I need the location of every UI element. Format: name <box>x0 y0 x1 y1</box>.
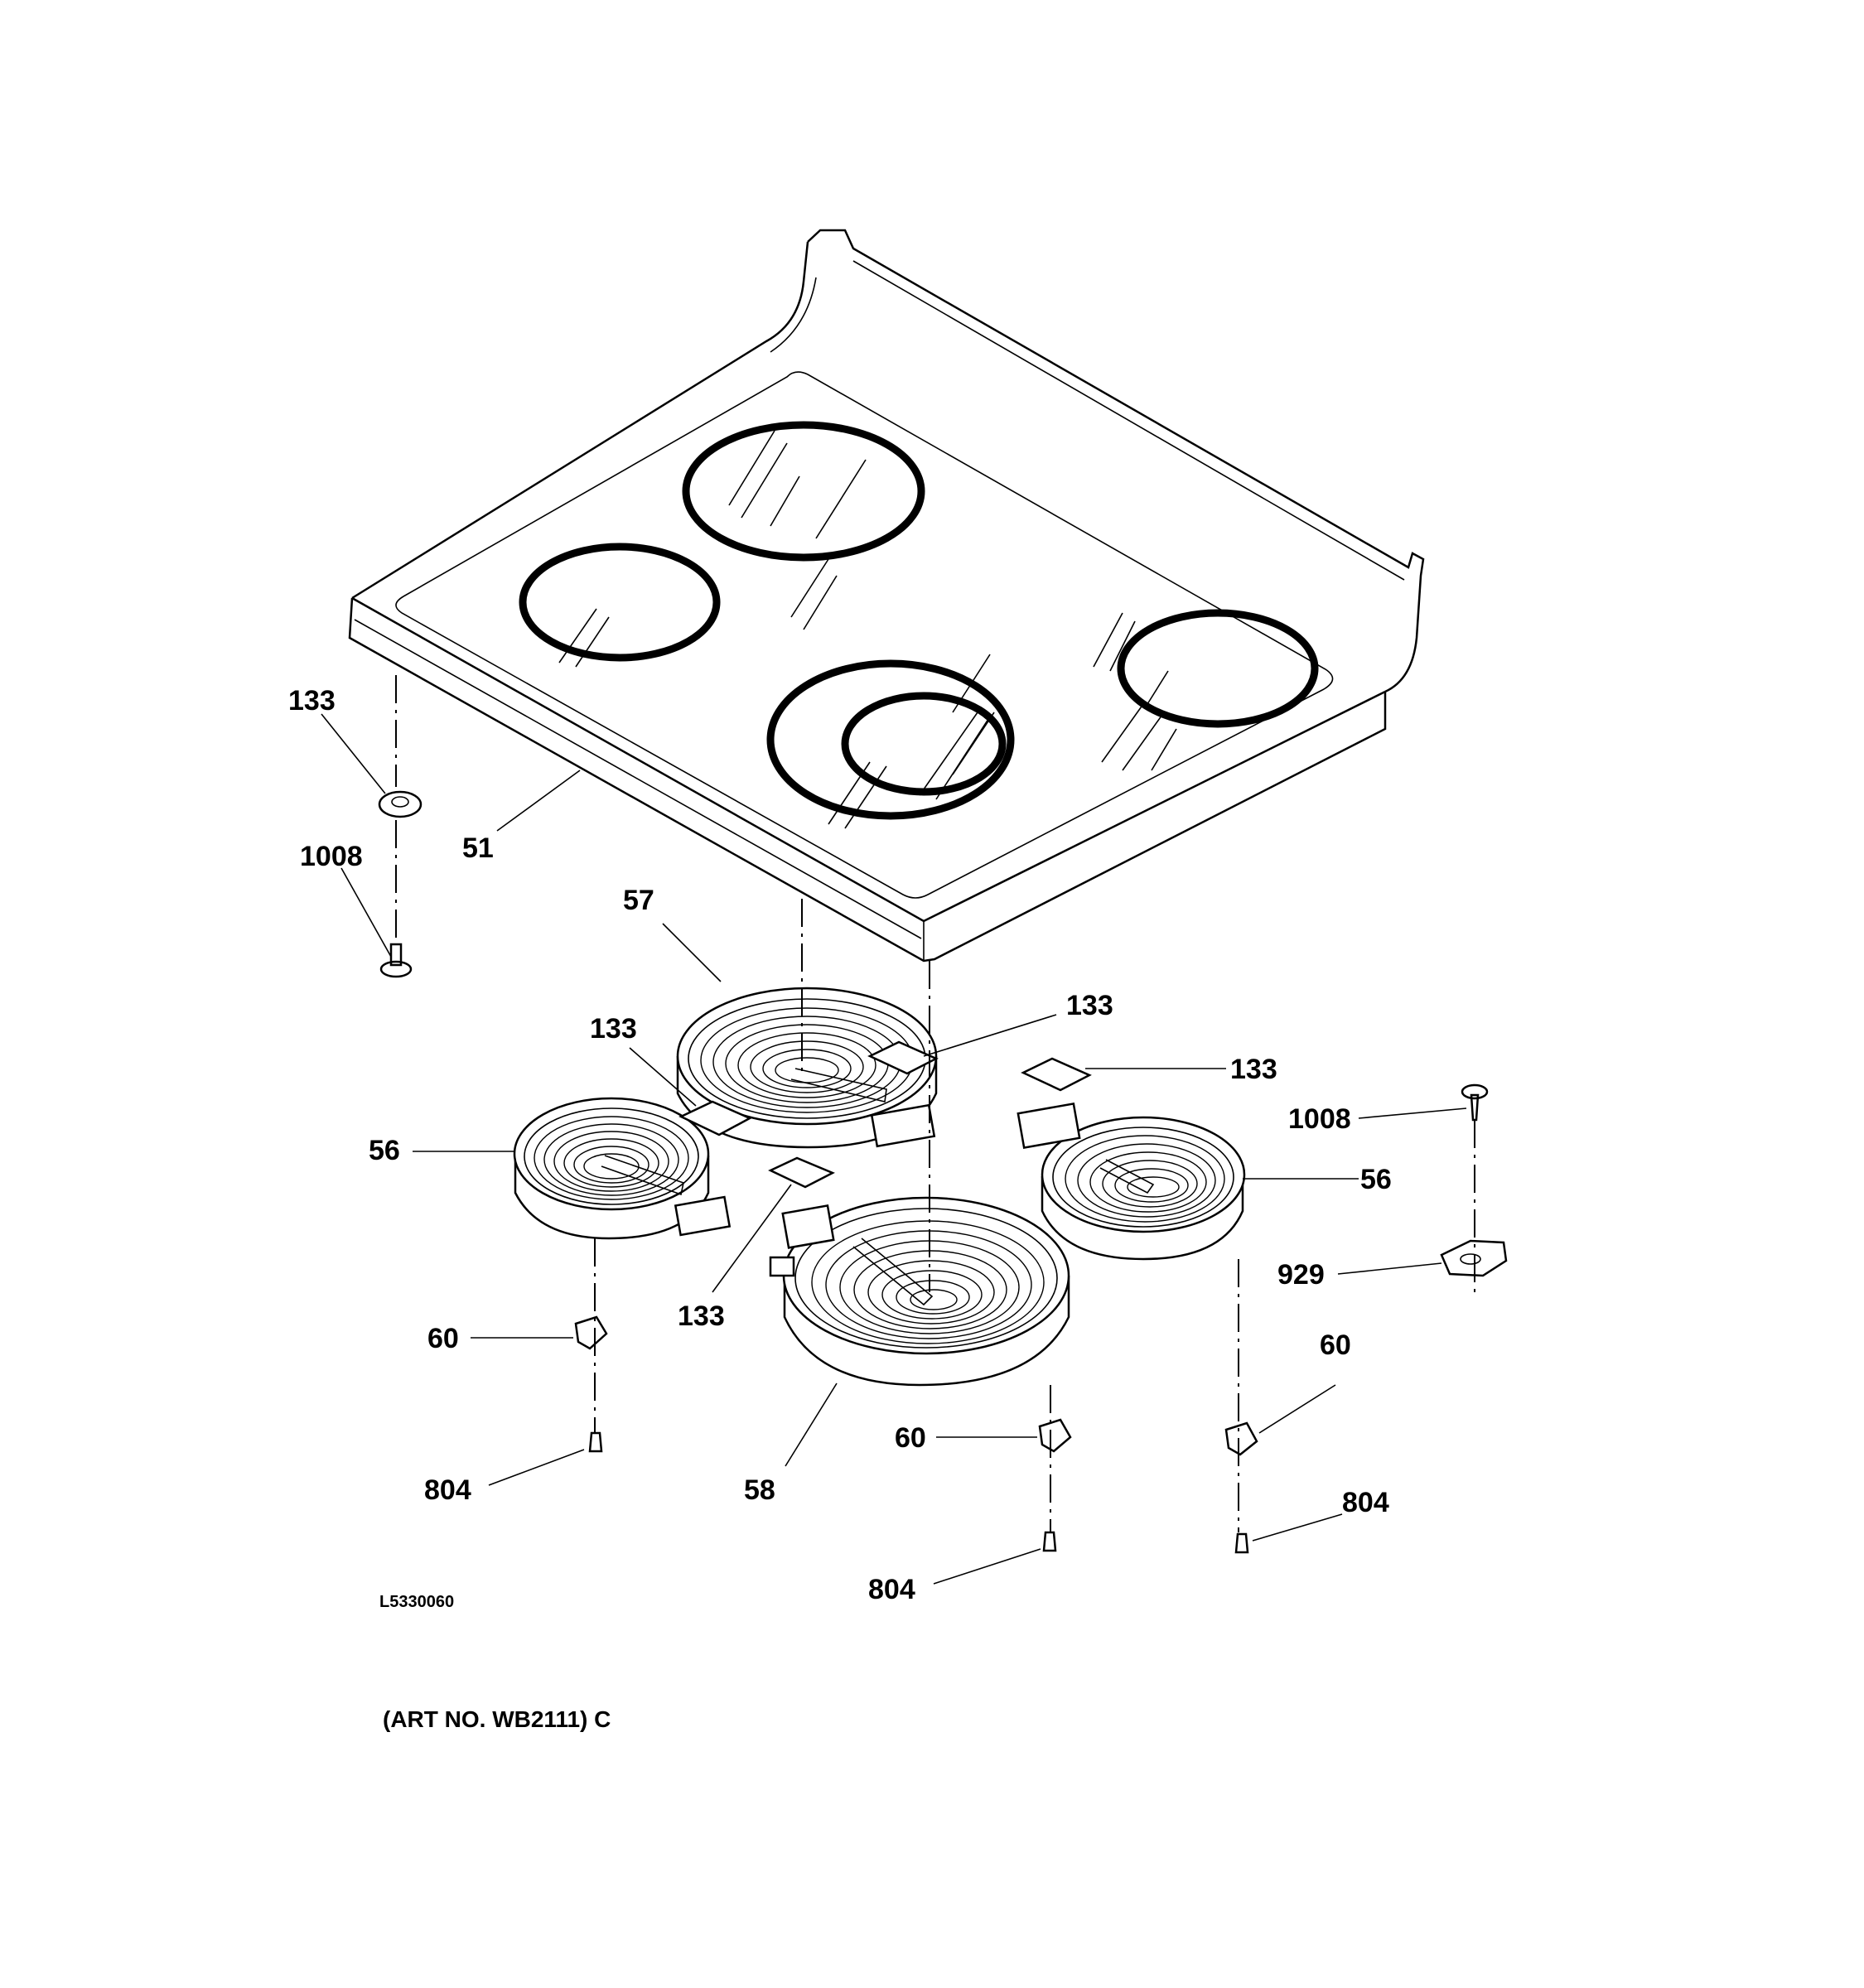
label-60-mid: 60 <box>895 1422 926 1454</box>
label-56-left: 56 <box>369 1135 400 1166</box>
clip-60-left <box>574 1315 608 1350</box>
label-1008-left: 1008 <box>300 841 363 872</box>
label-133-pad-left: 133 <box>590 1013 637 1045</box>
label-804-right: 804 <box>1342 1487 1389 1518</box>
insulator-pad-133-a <box>678 1100 752 1136</box>
label-57: 57 <box>623 885 654 916</box>
screw-1008-right <box>1461 1083 1489 1122</box>
art-number: (ART NO. WB2111) C <box>383 1706 611 1732</box>
radiant-element-56-right <box>1017 1102 1246 1261</box>
label-133-pad-lower: 133 <box>678 1300 725 1332</box>
radiant-element-58 <box>769 1196 1070 1387</box>
drawing-code: L5330060 <box>379 1593 454 1611</box>
label-60-right: 60 <box>1320 1329 1351 1361</box>
label-133-pad-right: 133 <box>1230 1054 1277 1085</box>
cooktop-glass-top <box>348 229 1425 963</box>
assembly-centerlines <box>395 675 1475 1532</box>
clip-60-mid <box>1038 1418 1072 1453</box>
insulator-pad-133-d <box>768 1156 835 1189</box>
label-51: 51 <box>462 832 494 864</box>
label-58: 58 <box>744 1474 775 1506</box>
label-929: 929 <box>1277 1259 1325 1291</box>
screw-1008-left <box>379 943 413 978</box>
radiant-element-56-left <box>513 1097 732 1240</box>
screw-804-right <box>1234 1532 1249 1554</box>
screw-804-left <box>588 1431 603 1453</box>
label-56-right: 56 <box>1360 1164 1392 1195</box>
label-804-left: 804 <box>424 1474 471 1506</box>
clip-60-right <box>1224 1421 1258 1456</box>
label-1008-right: 1008 <box>1288 1103 1351 1135</box>
label-133-pad-top: 133 <box>1066 990 1113 1021</box>
label-60-left: 60 <box>427 1323 459 1354</box>
insulator-pad-133-c <box>1021 1057 1092 1092</box>
leader-lines <box>321 713 1467 1585</box>
screw-804-mid <box>1042 1531 1057 1552</box>
label-804-mid: 804 <box>868 1574 915 1605</box>
label-133-bumper: 133 <box>288 685 336 717</box>
insulator-pad-133-b <box>867 1040 939 1075</box>
cooktop-bumper-133 <box>378 790 423 818</box>
